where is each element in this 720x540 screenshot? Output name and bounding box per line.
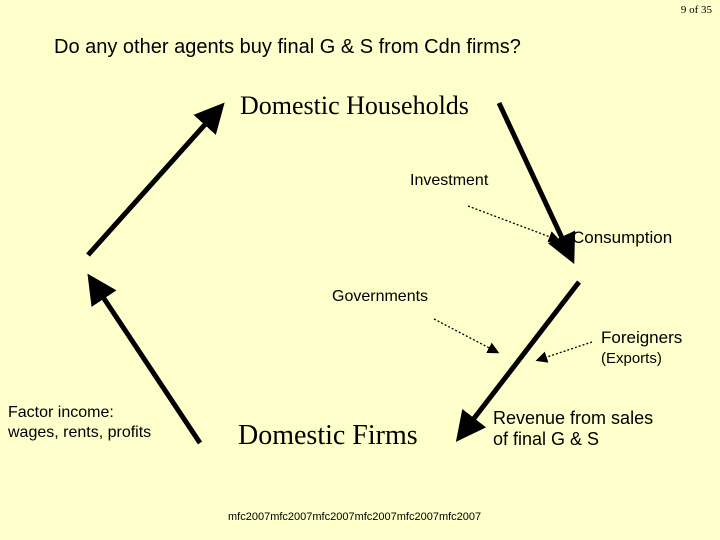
revenue-line-1: Revenue from sales <box>493 408 654 428</box>
exports-label: (Exports) <box>601 350 662 367</box>
factor-income-label: Factor income: wages, rents, profits <box>8 403 198 443</box>
foreigners-label: Foreigners <box>601 328 683 347</box>
governments-dotted-arrow <box>433 318 500 354</box>
governments-label: Governments <box>332 288 429 305</box>
investment-label: Investment <box>410 172 489 189</box>
revenue-label: Revenue from sales of final G & S <box>493 408 693 450</box>
footer-watermark: mfc2007mfc2007mfc2007mfc2007mfc2007mfc20… <box>228 511 482 523</box>
page-number: 9 of 35 <box>680 4 712 16</box>
domestic-firms-label: Domestic Firms <box>238 420 418 451</box>
right-lower-arrow <box>455 280 581 442</box>
domestic-households-label: Domestic Households <box>240 91 469 120</box>
left-lower-arrow <box>87 273 203 445</box>
foreigners-dotted-arrow <box>535 341 593 363</box>
consumption-label: Consumption <box>572 228 673 247</box>
revenue-line-2: of final G & S <box>493 429 600 449</box>
investment-dotted-arrow <box>467 205 561 243</box>
factor-income-line-1: Factor income: <box>8 404 114 421</box>
factor-income-line-2: wages, rents, profits <box>8 424 152 441</box>
right-upper-arrow <box>496 101 576 265</box>
slide-title: Do any other agents buy final G & S from… <box>54 36 521 58</box>
left-upper-arrow <box>86 102 225 257</box>
